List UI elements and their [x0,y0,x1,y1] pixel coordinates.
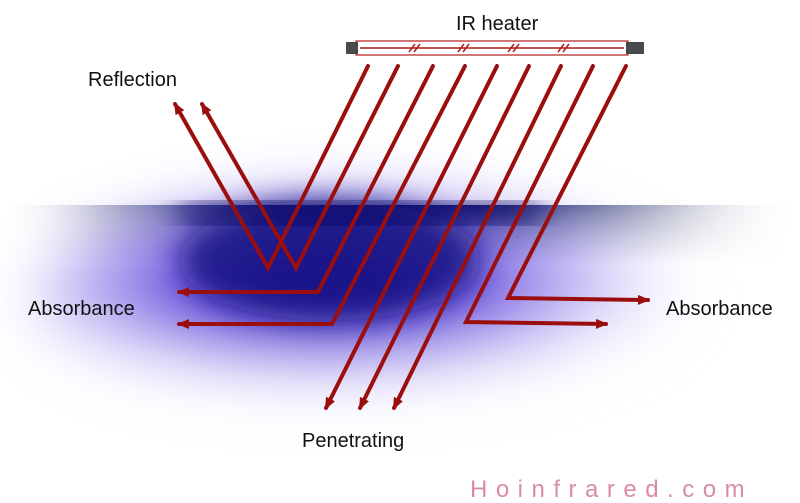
absorbance-label-left: Absorbance [28,298,135,320]
ray-penetrating-3 [392,64,563,410]
ray-penetrating-2 [358,64,531,410]
ray-absorbance-right-1 [462,64,608,329]
reflection-label: Reflection [88,69,177,91]
ray-reflection-2 [200,64,400,273]
ir-rays [173,64,650,410]
ray-absorbance-right-2 [504,64,650,305]
ray-absorbance-left-1 [177,64,435,297]
ray-absorbance-left-2 [177,64,467,329]
ray-penetrating-1 [324,64,499,410]
ray-reflection-1 [173,64,370,273]
material-body [0,195,800,405]
penetrating-label: Penetrating [302,430,405,452]
heater-coils [408,43,570,53]
absorbance-label-right: Absorbance [666,298,773,320]
heater-cap-right [626,42,644,54]
watermark: Hoinfrared.com [470,476,754,503]
ir-heater [346,40,644,56]
heater-cap-left [346,42,358,54]
ir-heater-label: IR heater [456,13,539,35]
